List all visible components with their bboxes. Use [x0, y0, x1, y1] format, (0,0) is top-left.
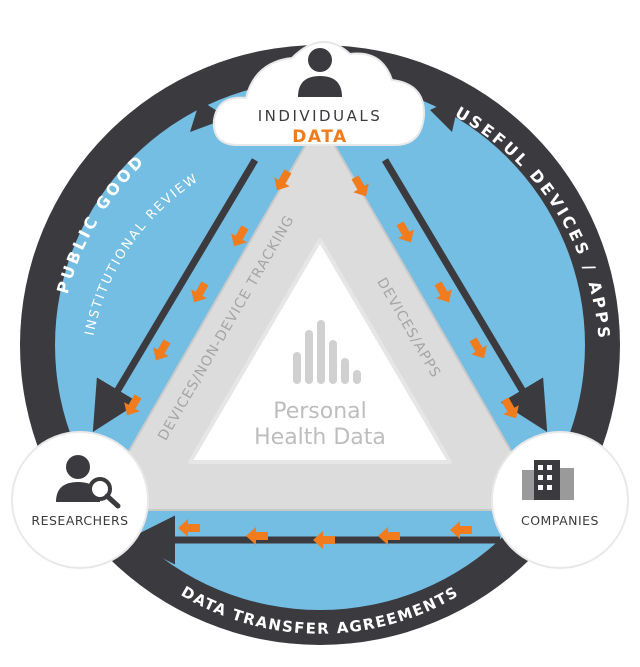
bar-chart-icon: [293, 320, 361, 384]
orange-arrows-left: [124, 169, 292, 416]
companies-node: COMPANIES: [491, 431, 629, 569]
researchers-node: RESEARCHERS: [11, 431, 149, 569]
individuals-node: INDIVIDUALS DATA: [212, 40, 426, 147]
orange-arrows-right: [351, 175, 519, 419]
researcher-magnifier-icon: [56, 455, 121, 509]
building-icon: [522, 460, 574, 500]
center-title-line1: Personal: [273, 399, 367, 424]
orange-arrows-bottom: [178, 519, 472, 549]
person-icon: [298, 48, 342, 97]
flow-arrow-to-researchers: [92, 158, 259, 433]
outer-arrowhead-left: [190, 100, 228, 132]
outer-arrowhead-right: [430, 96, 460, 132]
center-title-line2: Health Data: [254, 425, 386, 450]
individuals-label: INDIVIDUALS: [258, 107, 382, 125]
individuals-sublabel: DATA: [292, 127, 347, 147]
researchers-label: RESEARCHERS: [31, 513, 128, 528]
companies-label: COMPANIES: [521, 513, 599, 528]
flow-arrow-to-companies: [381, 158, 548, 433]
